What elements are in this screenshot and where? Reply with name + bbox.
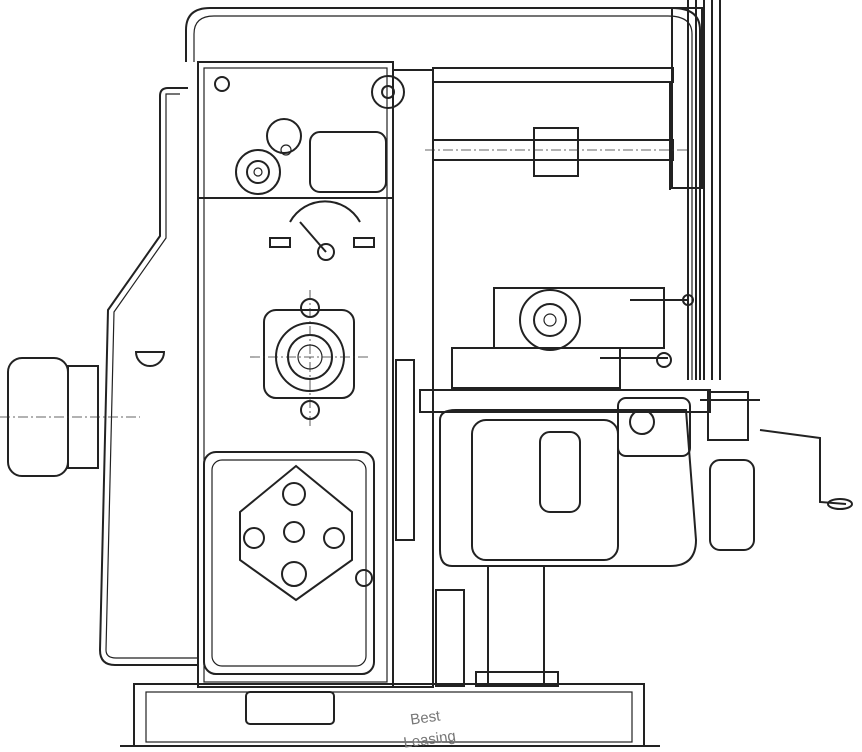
left-guard xyxy=(98,87,198,666)
motor xyxy=(0,357,140,477)
column xyxy=(197,61,434,688)
knee-and-table xyxy=(395,287,853,687)
column-details xyxy=(134,75,405,675)
overarm xyxy=(185,7,701,380)
watermark-best: Best xyxy=(409,707,442,728)
machine-base xyxy=(120,683,660,747)
watermark-leasing: Leasing xyxy=(402,728,456,752)
watermark: Best Leasing xyxy=(402,707,456,752)
arbor xyxy=(425,127,690,177)
